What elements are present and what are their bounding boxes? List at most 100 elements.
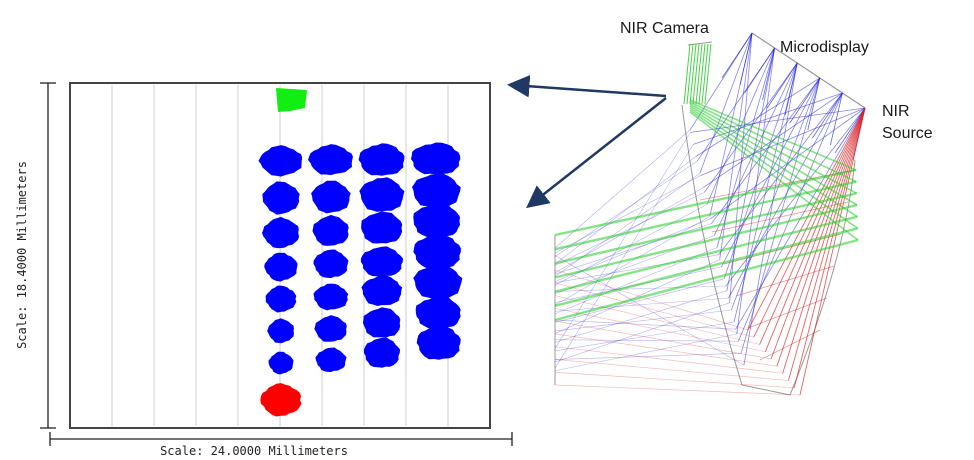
freeform-prism-surface-1 — [681, 104, 743, 386]
green-ray — [689, 43, 697, 105]
blue-ray — [554, 278, 725, 323]
green-ray — [686, 43, 694, 105]
blue-spot — [360, 246, 404, 277]
blue-ray — [830, 92, 843, 146]
green-ray — [554, 238, 859, 322]
blue-ray — [554, 255, 745, 366]
blue-ray — [762, 47, 775, 101]
blue-ray — [693, 92, 843, 145]
green-ray — [704, 43, 712, 105]
blue-ray — [699, 32, 753, 174]
green-ray — [692, 43, 700, 105]
green-ray — [698, 43, 706, 105]
horizontal-scale-label: Scale: 24.0000 Millimeters — [160, 444, 348, 458]
blue-ray — [554, 172, 701, 277]
blue-ray — [713, 62, 798, 236]
green-ray — [689, 107, 858, 218]
blue-ray — [812, 92, 843, 139]
horizontal-scale-bar — [49, 432, 513, 446]
spot-diagram-spots — [258, 88, 463, 417]
green-ray — [689, 103, 858, 195]
nir-camera-label: NIR Camera — [620, 20, 709, 37]
blue-spot — [415, 296, 461, 329]
spot-diagram-panel: Scale: 18.4000 Millimeters Scale: 24.000… — [15, 82, 513, 458]
red-ray — [770, 107, 866, 360]
blue-ray — [716, 47, 775, 248]
blue-spot — [361, 211, 403, 244]
blue-spot — [262, 216, 300, 249]
arrow-to-spot-diagram — [507, 75, 667, 98]
red-ray — [554, 346, 783, 374]
red-ray — [799, 107, 866, 396]
blue-ray — [554, 129, 691, 249]
blue-ray — [702, 92, 843, 188]
blue-ray — [554, 254, 719, 284]
blue-ray — [721, 32, 753, 79]
green-ray — [554, 227, 858, 307]
blue-spot — [265, 285, 297, 313]
red-ray — [735, 265, 835, 297]
blue-ray — [726, 47, 775, 291]
blue-ray — [554, 175, 701, 254]
pointer-arrows — [507, 75, 667, 209]
blue-spot — [413, 264, 463, 299]
blue-ray — [700, 107, 866, 176]
blue-spot — [358, 143, 405, 176]
blue-ray — [554, 132, 691, 349]
red-ray — [554, 384, 801, 396]
blue-spot — [416, 325, 461, 360]
blue-ray — [554, 144, 694, 369]
blue-spot — [363, 337, 401, 368]
blue-ray — [554, 352, 742, 360]
red-ray — [788, 107, 866, 381]
red-ray — [759, 107, 866, 345]
microdisplay-label: Microdisplay — [780, 39, 869, 56]
blue-ray — [554, 302, 730, 363]
arrow-to-spot-diagram-lower — [526, 97, 667, 209]
freeform-prism-surface-2 — [789, 159, 856, 396]
blue-ray — [695, 77, 821, 157]
blue-ray — [554, 309, 732, 332]
nir-camera-sensor — [687, 41, 713, 46]
vertical-scale-label: Scale: 18.4000 Millimeters — [15, 161, 29, 349]
blue-ray — [554, 160, 698, 257]
blue-ray — [554, 319, 736, 330]
red-ray — [753, 107, 866, 338]
vertical-scale-bar — [40, 82, 56, 429]
nir-source-label-line1: NIR — [882, 103, 910, 120]
blue-ray — [554, 156, 697, 265]
blue-ray — [703, 62, 798, 193]
blue-ray — [554, 290, 727, 343]
green-ray — [554, 192, 857, 265]
green-ray — [554, 203, 858, 279]
blue-spot — [361, 275, 403, 306]
red-ray — [554, 359, 789, 381]
blue-spot — [412, 173, 461, 208]
blue-spot — [312, 214, 349, 246]
blue-ray — [554, 192, 705, 266]
green-ray — [689, 109, 859, 229]
blue-spot — [410, 142, 461, 175]
red-ray — [764, 107, 866, 352]
blue-ray — [733, 62, 798, 323]
green-ray — [689, 101, 857, 183]
nir-source-label-line2: Source — [882, 125, 933, 142]
red-ray — [554, 295, 760, 345]
blue-ray — [728, 92, 843, 299]
blue-spot — [268, 351, 294, 375]
green-ray — [554, 168, 857, 237]
red-ray — [554, 307, 766, 353]
red-ray — [747, 107, 866, 331]
blue-spot — [311, 180, 351, 214]
red-ray — [554, 371, 795, 389]
green-ray — [683, 43, 691, 105]
red-ray — [554, 320, 772, 360]
red-ray — [759, 329, 821, 361]
blue-ray — [766, 62, 798, 109]
blue-spot — [313, 283, 349, 311]
blue-ray — [807, 77, 821, 131]
red-ray — [711, 201, 849, 233]
red-spot — [260, 383, 302, 417]
blue-spot — [262, 181, 300, 215]
blue-ray — [784, 62, 798, 116]
